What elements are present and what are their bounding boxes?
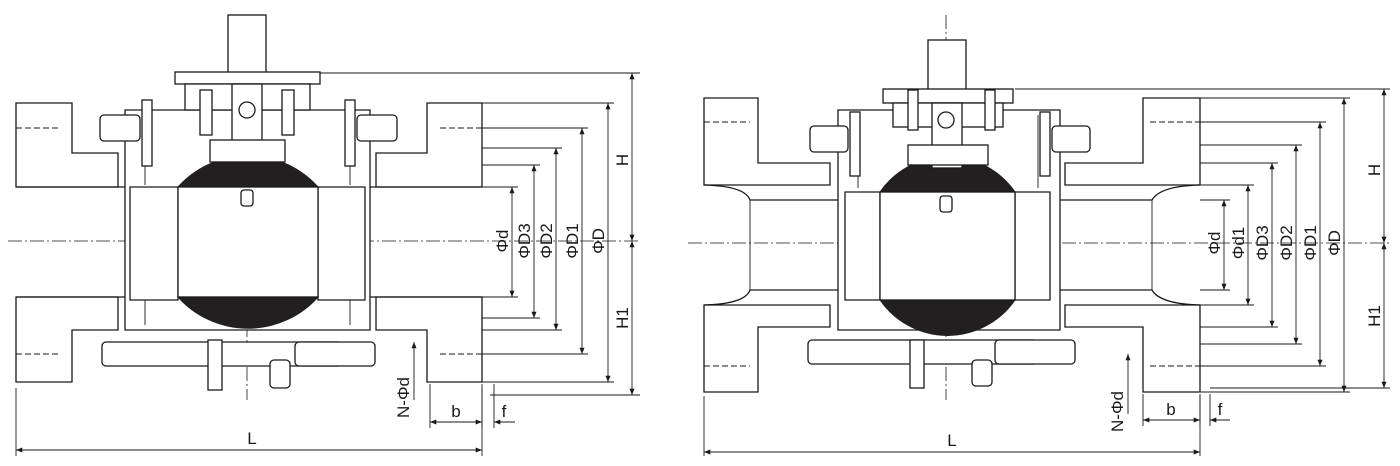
right-bolts xyxy=(807,111,1091,389)
right-ball xyxy=(879,156,1016,336)
right-label-D2: ΦD2 xyxy=(1277,225,1296,260)
left-dim-b-f: b f xyxy=(429,384,515,428)
left-label-f: f xyxy=(502,402,507,421)
left-label-b: b xyxy=(451,402,460,421)
right-label-b: b xyxy=(1166,400,1175,419)
left-flange-left xyxy=(15,102,119,383)
left-label-D1: ΦD1 xyxy=(563,223,582,258)
right-flange-right xyxy=(1064,97,1201,393)
left-flange-right xyxy=(375,102,483,383)
left-label-D3: ΦD3 xyxy=(515,223,534,258)
right-dim-b-f: b f xyxy=(1142,394,1230,426)
right-label-f: f xyxy=(1218,400,1223,419)
left-bolts xyxy=(99,99,398,391)
right-label-D3: ΦD3 xyxy=(1253,225,1272,260)
right-label-d: Φd xyxy=(1205,231,1224,254)
right-valve-view: L b f N-Φd Φd Φd1 xyxy=(688,15,1392,456)
right-label-H1: H1 xyxy=(1365,305,1384,327)
left-label-H1: H1 xyxy=(613,307,632,329)
right-stem xyxy=(882,39,1014,169)
right-label-D: ΦD xyxy=(1325,230,1344,256)
left-label-N-d: N-Φd xyxy=(394,377,413,418)
left-label-L: L xyxy=(247,429,256,448)
left-ball xyxy=(176,155,320,329)
right-label-D1: ΦD1 xyxy=(1301,225,1320,260)
right-dim-H-H1: H H1 xyxy=(1015,88,1390,389)
left-label-d: Φd xyxy=(493,229,512,252)
left-dim-H-H1: H H1 xyxy=(320,72,640,396)
right-label-H: H xyxy=(1365,164,1384,176)
left-dim-N-d: N-Φd xyxy=(394,342,417,418)
left-label-D2: ΦD2 xyxy=(537,223,556,258)
right-label-L: L xyxy=(947,431,956,450)
left-stem xyxy=(174,14,321,163)
right-label-N-d: N-Φd xyxy=(1108,391,1127,432)
right-label-d1: Φd1 xyxy=(1229,227,1248,259)
left-valve-view: L b f N-Φd Φd ΦD3 xyxy=(8,14,640,456)
left-label-D: ΦD xyxy=(589,228,608,254)
right-dim-N-d: N-Φd xyxy=(1108,354,1131,432)
left-diameter-dims: Φd ΦD3 ΦD2 ΦD1 ΦD xyxy=(482,102,614,383)
right-diameter-dims: Φd Φd1 ΦD3 ΦD2 ΦD1 ΦD xyxy=(1200,97,1350,393)
left-label-H: H xyxy=(613,154,632,166)
